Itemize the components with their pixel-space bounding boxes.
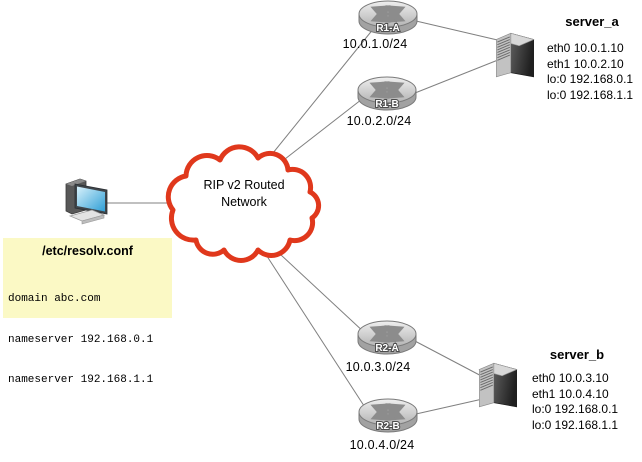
link-r2b-server-b: [415, 397, 488, 415]
router-r1a-icon: R1-A: [358, 0, 418, 35]
workstation-icon: [65, 178, 108, 225]
server-a-icon: [495, 32, 535, 78]
link-cloud-r2b: [249, 229, 369, 413]
interface-line: lo:0 192.168.1.1: [547, 87, 634, 102]
router-r1b-icon: R1-B: [357, 76, 417, 111]
server-b-interfaces: eth0 10.0.3.10 eth1 10.0.4.10 lo:0 192.1…: [532, 371, 618, 433]
link-r1a-server-a: [415, 20, 507, 43]
note-line: nameserver 192.168.0.1: [8, 333, 154, 346]
interface-line: lo:0 192.168.0.1: [547, 72, 634, 86]
network-label-r1a: 10.0.1.0/24: [342, 37, 408, 51]
interface-line: eth1 10.0.4.10: [532, 386, 609, 401]
interface-line: eth0 10.0.1.10: [547, 41, 624, 55]
cloud-label-line1: RIP v2 Routed: [203, 178, 285, 192]
interface-line: eth1 10.0.2.10: [547, 56, 624, 71]
link-r2a-server-b: [412, 339, 490, 381]
router-label: R1-A: [376, 23, 399, 34]
note-title: /etc/resolv.conf: [42, 244, 133, 258]
server-b-icon: [478, 362, 518, 408]
server-a-interfaces: eth0 10.0.1.10 eth1 10.0.2.10 lo:0 192.1…: [547, 41, 633, 103]
network-label-r2b: 10.0.4.0/24: [349, 438, 415, 452]
note-line: nameserver 192.168.1.1: [8, 374, 154, 386]
network-label-r2a: 10.0.3.0/24: [345, 360, 411, 374]
router-r2b-icon: R2-B: [358, 398, 418, 433]
link-r1b-server-a: [414, 57, 504, 94]
server-a-name: server_a: [565, 14, 619, 29]
cloud-label-line2: Network: [221, 195, 267, 209]
router-r2a-icon: R2-A: [357, 320, 417, 355]
router-label: R2-B: [376, 421, 399, 432]
network-cloud-shape: [165, 144, 322, 264]
server-b-name: server_b: [549, 347, 605, 362]
note-body: domain abc.com nameserver 192.168.0.1 na…: [3, 258, 172, 415]
interface-line: lo:0 192.168.1.1: [532, 417, 619, 432]
resolv-conf-note: /etc/resolv.conf domain abc.com nameserv…: [3, 238, 172, 386]
note-line: domain abc.com: [8, 293, 101, 305]
interface-line: eth0 10.0.3.10: [532, 371, 609, 385]
interface-line: lo:0 192.168.0.1: [532, 402, 619, 416]
network-label-r1b: 10.0.2.0/24: [346, 114, 412, 128]
router-label: R2-A: [375, 343, 398, 354]
cloud-label: RIP v2 Routed Network: [175, 177, 313, 211]
router-label: R1-B: [375, 99, 398, 110]
link-cloud-r1a: [255, 27, 375, 175]
